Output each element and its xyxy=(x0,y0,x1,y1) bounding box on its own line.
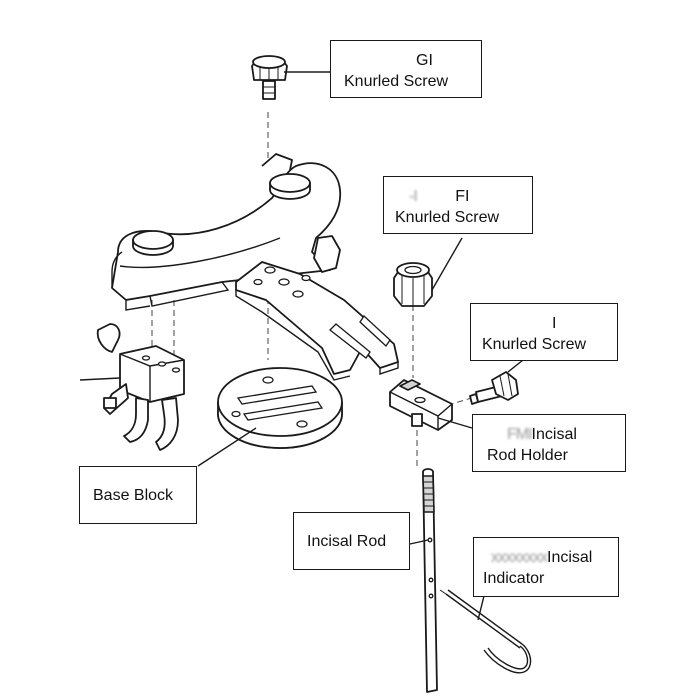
left-clamp-bracket xyxy=(79,323,185,451)
i-knurled-screw-part xyxy=(469,371,519,405)
incisal-indicator-prefix: xxxxxxxx xyxy=(491,549,548,566)
incisal-rod-part xyxy=(422,468,438,693)
callout-gi-knurled-screw: GI Knurled Screw xyxy=(330,40,482,98)
callout-fi-knurled-screw: -I FI Knurled Screw xyxy=(383,176,533,234)
callout-base-block: Base Block xyxy=(79,466,197,524)
gi-knurled-screw-part xyxy=(251,55,288,100)
base-block-part xyxy=(217,367,343,449)
fi-knurled-screw-part xyxy=(393,262,433,307)
incisal-rod-holder-part xyxy=(389,379,453,431)
incisal-indicator-line1: Incisal xyxy=(547,549,593,566)
base-block-label: Base Block xyxy=(93,487,174,504)
i-label-line2: Knurled Screw xyxy=(482,336,587,353)
i-label-line1: I xyxy=(552,315,557,332)
callout-incisal-indicator: xxxxxxxxIncisal Indicator xyxy=(473,537,619,597)
callout-i-knurled-screw: I Knurled Screw xyxy=(470,303,618,361)
upper-bow-frame xyxy=(111,153,342,311)
gi-label-line1: GI xyxy=(416,52,433,69)
fi-label-prefix: -I xyxy=(409,188,418,205)
forked-plate xyxy=(235,261,399,381)
incisal-indicator-part xyxy=(439,589,532,674)
incisal-rod-holder-prefix: FMI xyxy=(507,426,533,443)
incisal-indicator-line2: Indicator xyxy=(483,570,545,587)
incisal-rod-holder-line2: Rod Holder xyxy=(487,447,568,464)
fi-label-line1: FI xyxy=(455,188,470,205)
callout-incisal-rod: Incisal Rod xyxy=(293,512,410,570)
incisal-rod-label: Incisal Rod xyxy=(307,533,387,550)
gi-label-line2: Knurled Screw xyxy=(344,73,449,90)
incisal-rod-holder-line1: Incisal xyxy=(531,426,577,443)
fi-label-line2: Knurled Screw xyxy=(395,209,500,226)
callout-incisal-rod-holder: FMIIncisal Rod Holder xyxy=(472,414,626,472)
